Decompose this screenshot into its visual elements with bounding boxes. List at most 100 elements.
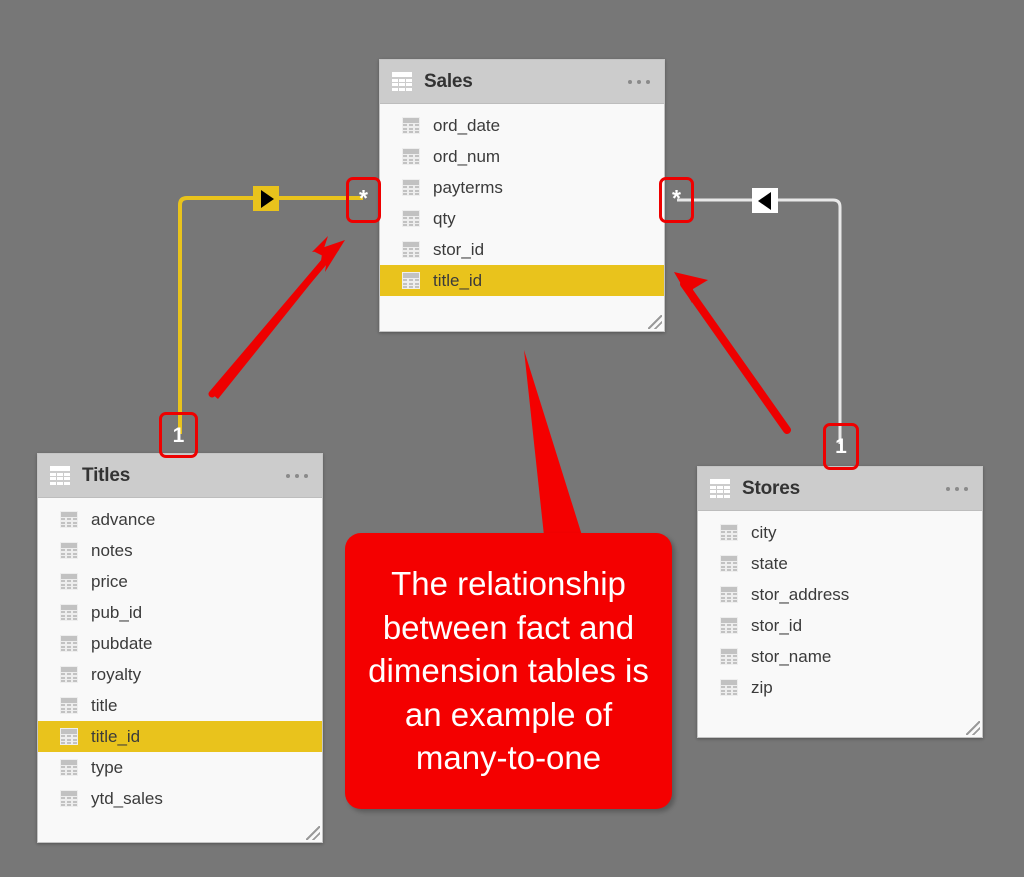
field-label: stor_id — [433, 239, 485, 259]
field-label: price — [91, 571, 128, 591]
field-label: type — [91, 757, 124, 777]
field-row[interactable]: stor_id — [698, 610, 982, 641]
annotation-arrow-left — [208, 236, 345, 399]
table-header-titles[interactable]: Titles — [38, 454, 322, 498]
table-card-stores[interactable]: Stores city state — [697, 466, 983, 738]
field-label: stor_address — [751, 584, 850, 604]
field-row[interactable]: ytd_sales — [38, 783, 322, 814]
filter-direction-arrow-icon-stores-sales[interactable] — [752, 188, 778, 213]
field-label: ord_num — [433, 146, 501, 166]
field-row[interactable]: ord_num — [380, 141, 664, 172]
field-row[interactable]: stor_name — [698, 641, 982, 672]
triangle-left-icon — [757, 191, 771, 210]
resize-grip[interactable] — [648, 315, 662, 329]
field-column-icon — [402, 210, 420, 227]
annotation-callout-text: The relationship between fact and dimens… — [368, 565, 649, 777]
field-column-icon — [720, 648, 738, 665]
field-row[interactable]: zip — [698, 672, 982, 703]
field-column-icon — [720, 524, 738, 541]
field-row[interactable]: pub_id — [38, 597, 322, 628]
field-row-highlighted[interactable]: title_id — [38, 721, 322, 752]
table-options-menu-stores[interactable] — [946, 486, 968, 491]
field-row[interactable]: title — [38, 690, 322, 721]
field-column-icon — [60, 573, 78, 590]
field-label: royalty — [91, 664, 142, 684]
field-label: pub_id — [91, 602, 143, 622]
cardinality-badge-many-sales-left[interactable]: * — [346, 177, 381, 223]
field-column-icon — [60, 666, 78, 683]
table-header-sales[interactable]: Sales — [380, 60, 664, 104]
field-column-icon — [402, 179, 420, 196]
field-column-icon — [402, 272, 420, 289]
field-row[interactable]: advance — [38, 504, 322, 535]
field-column-icon — [402, 241, 420, 258]
field-row[interactable]: state — [698, 548, 982, 579]
field-row[interactable]: qty — [380, 203, 664, 234]
field-label: qty — [433, 208, 456, 228]
relationship-line-titles-sales[interactable] — [178, 196, 363, 434]
field-label: stor_name — [751, 646, 832, 666]
field-label: title_id — [91, 726, 141, 746]
field-row[interactable]: royalty — [38, 659, 322, 690]
field-row[interactable]: stor_id — [380, 234, 664, 265]
field-column-icon — [60, 759, 78, 776]
field-list-stores: city state stor_address — [698, 511, 982, 703]
annotation-arrow-right — [674, 272, 791, 434]
field-row[interactable]: payterms — [380, 172, 664, 203]
field-column-icon — [60, 542, 78, 559]
field-label: advance — [91, 509, 156, 529]
cardinality-badge-one-titles[interactable]: 1 — [159, 412, 198, 458]
table-title-stores: Stores — [742, 477, 800, 499]
field-column-icon — [720, 617, 738, 634]
field-label: ytd_sales — [91, 788, 163, 808]
field-row[interactable]: notes — [38, 535, 322, 566]
field-label: payterms — [433, 177, 503, 197]
relationship-line-stores-sales[interactable] — [677, 198, 842, 444]
table-grid-icon — [50, 466, 70, 485]
field-label: notes — [91, 540, 133, 560]
field-row[interactable]: ord_date — [380, 110, 664, 141]
table-grid-icon — [392, 72, 412, 91]
field-column-icon — [720, 586, 738, 603]
field-column-icon — [60, 697, 78, 714]
table-card-titles[interactable]: Titles advance notes — [37, 453, 323, 843]
field-label: ord_date — [433, 115, 501, 135]
field-list-sales: ord_date ord_num payterms — [380, 104, 664, 296]
cardinality-badge-one-stores[interactable]: 1 — [823, 423, 859, 470]
field-row-highlighted[interactable]: title_id — [380, 265, 664, 296]
field-row[interactable]: stor_address — [698, 579, 982, 610]
field-label: title — [91, 695, 118, 715]
field-column-icon — [720, 555, 738, 572]
table-header-stores[interactable]: Stores — [698, 467, 982, 511]
table-options-menu-titles[interactable] — [286, 473, 308, 478]
field-column-icon — [402, 117, 420, 134]
field-column-icon — [60, 728, 78, 745]
table-card-sales[interactable]: Sales ord_date ord_num — [379, 59, 665, 332]
table-title-titles: Titles — [82, 464, 131, 486]
field-label: stor_id — [751, 615, 803, 635]
table-grid-icon — [710, 479, 730, 498]
cardinality-badge-many-sales-right[interactable]: * — [659, 177, 694, 223]
field-row[interactable]: city — [698, 517, 982, 548]
field-row[interactable]: price — [38, 566, 322, 597]
field-column-icon — [60, 604, 78, 621]
field-row[interactable]: type — [38, 752, 322, 783]
field-list-titles: advance notes price — [38, 498, 322, 814]
triangle-right-icon — [260, 189, 274, 208]
field-column-icon — [60, 790, 78, 807]
field-label: zip — [751, 677, 773, 697]
resize-grip[interactable] — [966, 721, 980, 735]
filter-direction-arrow-icon-titles-sales[interactable] — [253, 186, 279, 211]
field-label: title_id — [433, 270, 483, 290]
field-label: state — [751, 553, 788, 573]
table-options-menu-sales[interactable] — [628, 79, 650, 84]
annotation-callout[interactable]: The relationship between fact and dimens… — [345, 533, 672, 809]
field-column-icon — [60, 511, 78, 528]
field-row[interactable]: pubdate — [38, 628, 322, 659]
resize-grip[interactable] — [306, 826, 320, 840]
field-column-icon — [720, 679, 738, 696]
field-column-icon — [60, 635, 78, 652]
table-title-sales: Sales — [424, 70, 473, 92]
field-column-icon — [402, 148, 420, 165]
